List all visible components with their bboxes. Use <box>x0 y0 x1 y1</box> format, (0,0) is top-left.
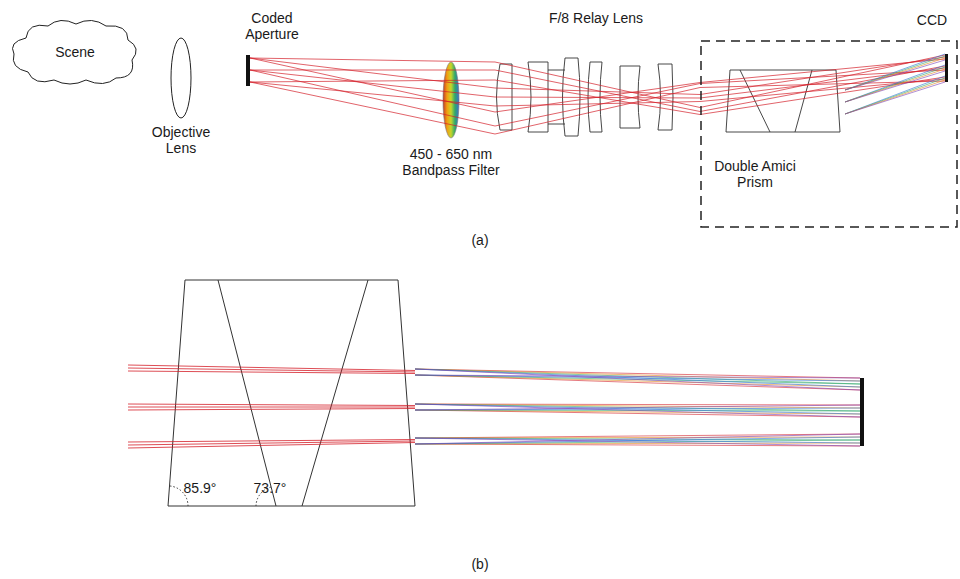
ray <box>700 55 945 108</box>
ray <box>128 371 415 374</box>
ray <box>415 369 860 384</box>
scene-label: Scene <box>55 44 95 60</box>
amici-prism-detail <box>168 280 415 506</box>
ray <box>250 58 495 62</box>
ccd-detector <box>945 54 948 82</box>
ccd-detector <box>860 378 864 446</box>
ray <box>415 437 860 444</box>
ray <box>495 84 700 127</box>
ray <box>250 70 495 97</box>
ray <box>128 407 415 408</box>
ray <box>845 60 945 90</box>
ray <box>415 434 860 444</box>
ray <box>845 76 945 114</box>
ray <box>415 375 860 390</box>
scene-cloud: Scene <box>8 18 142 86</box>
ray <box>250 70 495 71</box>
ray <box>495 62 700 108</box>
ray <box>700 66 945 112</box>
ray <box>415 375 860 387</box>
ray <box>495 80 700 115</box>
prism-label: Double Amici Prism <box>710 158 800 190</box>
bandpass-filter <box>443 62 459 138</box>
ray <box>700 81 945 88</box>
ray <box>415 375 860 381</box>
ray <box>128 443 415 449</box>
ray <box>495 88 700 135</box>
ray <box>250 70 495 126</box>
part-label: Coded Aperture <box>237 10 307 42</box>
part-label: CCD <box>912 12 952 28</box>
ray <box>700 70 945 84</box>
ray <box>495 70 700 112</box>
ray <box>415 404 860 411</box>
amici-prism <box>726 70 840 132</box>
part-label: 450 - 650 nm Bandpass Filter <box>396 146 506 178</box>
ray <box>250 58 495 112</box>
ray <box>415 405 860 410</box>
ray <box>845 80 945 114</box>
ray <box>415 404 860 414</box>
ray <box>415 410 860 417</box>
coded-aperture <box>246 55 250 86</box>
ray <box>495 102 700 107</box>
panel-label: (a) <box>460 232 500 248</box>
part-label: F/8 Relay Lens <box>536 10 656 26</box>
ray <box>415 375 860 378</box>
ray <box>250 82 495 134</box>
prism-region: Double Amici Prism <box>700 40 958 228</box>
ray <box>415 404 860 417</box>
angle-label: 85.9° <box>178 480 222 496</box>
ray <box>415 369 860 390</box>
ray <box>250 82 495 106</box>
ray <box>128 404 415 406</box>
ray <box>250 80 495 82</box>
objective-lens <box>171 38 191 118</box>
ray <box>415 434 860 438</box>
ray <box>128 409 415 411</box>
ray <box>845 82 945 114</box>
part-label: Objective Lens <box>146 124 216 156</box>
dashed-region <box>700 40 958 228</box>
ray <box>845 78 945 114</box>
panel-label: (b) <box>460 556 500 572</box>
ray <box>415 369 860 387</box>
angle-label: 73.7° <box>248 480 292 496</box>
ray <box>495 88 700 95</box>
